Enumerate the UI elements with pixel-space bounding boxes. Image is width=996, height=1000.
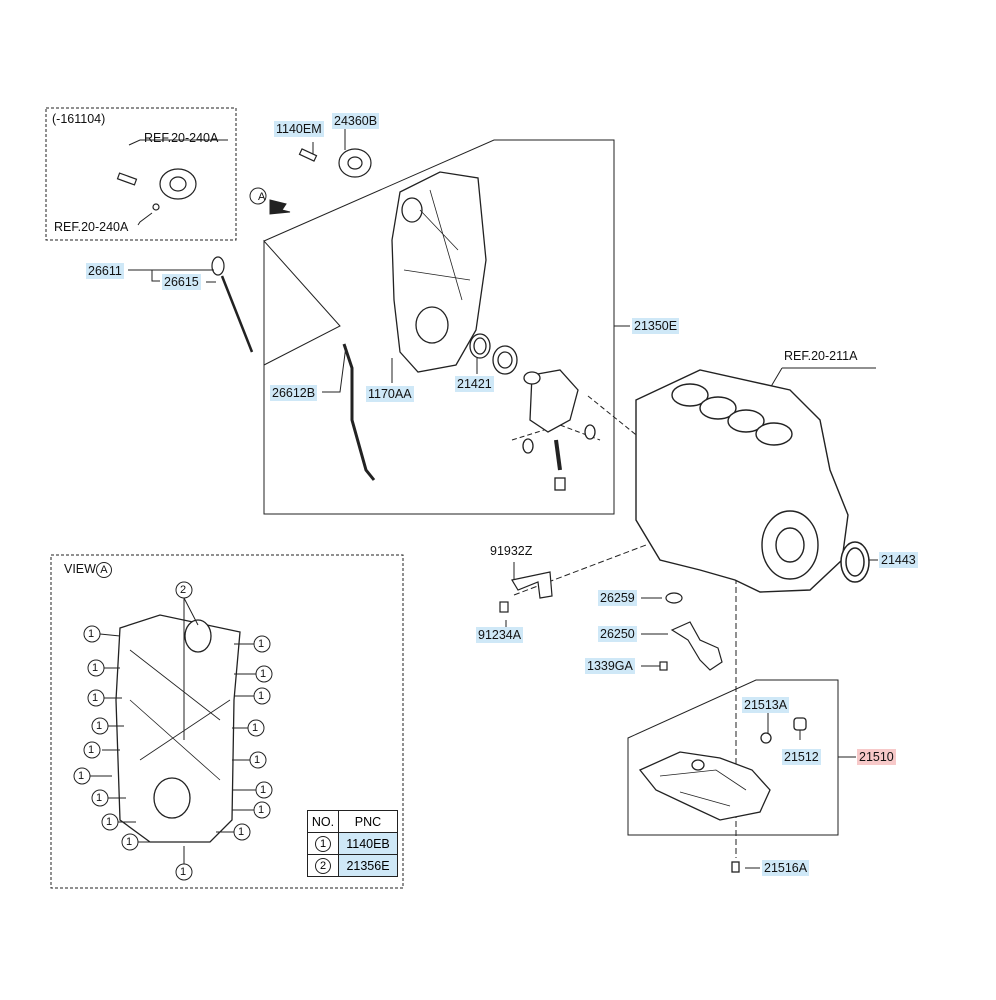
part-1140em[interactable]: 1140EM <box>274 121 324 137</box>
ref-label-block: REF.20-211A <box>784 349 858 363</box>
bolt-callout-number: 1 <box>126 836 133 848</box>
leader-ref-bottom <box>137 212 153 226</box>
legend-table: NO. PNC 1 1140EB 2 21356E <box>307 810 398 877</box>
part-21510[interactable]: 21510 <box>857 749 896 765</box>
bolt-callout-number: 1 <box>88 744 95 756</box>
legend-row: 1 1140EB <box>307 832 398 855</box>
ref-label-bottom: REF.20-240A <box>54 220 129 234</box>
vvt-actuator-detail <box>116 168 197 211</box>
bolt-callout-number: 1 <box>258 638 265 650</box>
bolt-callout-number: 1 <box>252 722 259 734</box>
centerline-bracket <box>513 544 647 596</box>
bolt-callout-number: 1 <box>96 792 103 804</box>
bolt-callout-number: 1 <box>258 690 265 702</box>
part-26611[interactable]: 26611 <box>86 263 124 279</box>
legend-pnc[interactable]: 21356E <box>338 854 398 877</box>
engine-block <box>635 369 849 593</box>
view-marker: A <box>95 562 112 578</box>
bolt-callout-number: 1 <box>106 816 113 828</box>
dipstick-tube <box>342 343 376 481</box>
leader-ref-top <box>128 139 228 146</box>
view-a-callout-lines <box>88 597 258 870</box>
vvt-actuator-main <box>298 148 372 178</box>
part-21512[interactable]: 21512 <box>782 749 821 765</box>
bolt-callout-number: 1 <box>78 770 85 782</box>
bolt-callout-number: 1 <box>260 668 267 680</box>
part-21516a[interactable]: 21516A <box>762 860 810 876</box>
part-26250[interactable]: 26250 <box>598 626 637 642</box>
legend-no: 1 <box>315 835 331 852</box>
legend-pnc[interactable]: 1140EB <box>338 832 398 855</box>
bolt-callout-number: 1 <box>88 628 95 640</box>
view-a-cover <box>115 614 241 843</box>
cover-callout-number: 2 <box>180 584 187 596</box>
part-21513a[interactable]: 21513A <box>742 697 790 713</box>
bracket-91932z <box>499 571 553 613</box>
bolt-callout-number: 1 <box>96 720 103 732</box>
legend-no: 2 <box>315 857 331 874</box>
frame-notch <box>263 239 341 366</box>
part-26612b[interactable]: 26612B <box>270 385 318 401</box>
legend-header-row: NO. PNC <box>307 810 398 833</box>
ref-label-top: REF.20-240A <box>144 131 219 145</box>
dipstick <box>211 256 254 353</box>
view-arrow <box>249 187 291 215</box>
bolt-callout-number: 1 <box>260 784 267 796</box>
legend-no-cell: 1 <box>307 832 339 855</box>
view-a-bolt-callouts <box>73 581 273 881</box>
part-91234a[interactable]: 91234A <box>476 627 524 643</box>
centerline-pump-block <box>587 395 641 439</box>
arrow-marker: A <box>258 191 266 203</box>
part-1170aa[interactable]: 1170AA <box>366 386 414 402</box>
sprocket-ring <box>492 345 518 375</box>
timing-cover-main <box>391 171 487 373</box>
bolt-callout-number: 1 <box>92 692 99 704</box>
legend-header-no: NO. <box>307 810 339 833</box>
oil-pump <box>522 369 596 491</box>
part-26259[interactable]: 26259 <box>598 590 637 606</box>
bolt-callout-number: 1 <box>238 826 245 838</box>
bolt-callout-number: 1 <box>258 804 265 816</box>
part-21421[interactable]: 21421 <box>455 376 494 392</box>
oil-seal-21421 <box>469 333 491 359</box>
oil-pan <box>638 717 807 873</box>
view-title-text: VIEW <box>64 562 96 576</box>
part-24360b[interactable]: 24360B <box>332 113 380 129</box>
legend-no-cell: 2 <box>307 854 339 877</box>
legend-header-pnc: PNC <box>338 810 398 833</box>
crank-seal-21443 <box>840 541 870 583</box>
view-a-frame <box>50 554 404 889</box>
legend-row: 2 21356E <box>307 854 398 877</box>
leader-26612b <box>322 345 347 393</box>
timing-cover-frame <box>263 139 615 515</box>
part-91932z[interactable]: 91932Z <box>490 544 533 558</box>
part-21443[interactable]: 21443 <box>879 552 918 568</box>
bolt-callout-number: 1 <box>92 662 99 674</box>
leader-26611 <box>128 269 160 282</box>
detail-box-title: (-161104) <box>52 112 106 126</box>
part-1339ga[interactable]: 1339GA <box>585 658 635 674</box>
bolt-callout-number: 1 <box>254 754 261 766</box>
oil-strainer <box>659 592 723 671</box>
bolt-callout-number: 1 <box>180 866 187 878</box>
part-21350e[interactable]: 21350E <box>632 318 680 334</box>
detail-box-frame <box>45 107 237 241</box>
part-26615[interactable]: 26615 <box>162 274 201 290</box>
